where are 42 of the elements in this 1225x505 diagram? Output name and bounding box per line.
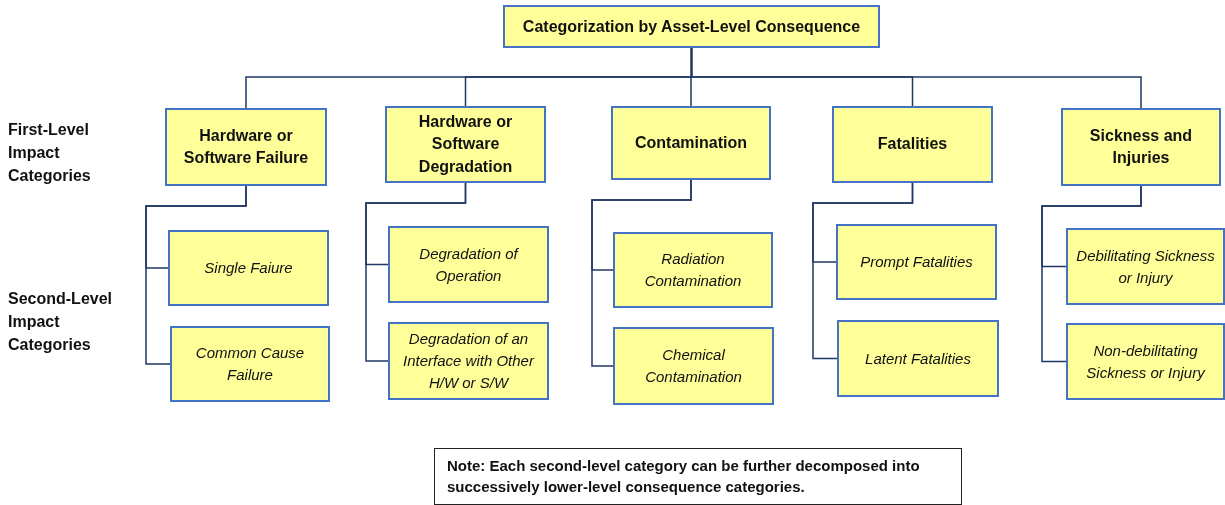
category-text: Sickness and Injuries [1088,125,1194,168]
category-text: Categorization by Asset-Level Consequence [522,17,861,36]
second-level-category-box [168,230,329,306]
connector-line [365,182,467,362]
level-label: Second-Level Impact Categories [8,289,114,356]
connector-line [690,47,1142,109]
second-level-category-box [837,320,999,397]
note-box [434,448,962,505]
connector-line [591,179,692,367]
category-text: Debilitating Sickness or Injury [1075,245,1216,288]
second-level-category-box [836,224,997,300]
first-level-category-box [832,106,993,183]
category-text: Degradation of an Interface with Other H/W or S/W [402,329,536,393]
second-level-category-box [1066,228,1225,305]
category-text: Hardware or Software Failure [182,125,310,168]
first-level-category-box [1061,108,1221,186]
category-text: Note: Each second-level category can be further decomposed into successively lower-level consequence categories. [447,456,921,497]
second-level-category-box [388,226,549,303]
second-level-category-box [1066,323,1225,400]
category-text: Hardware or Software Degradation [417,111,514,177]
level-label: First-Level Impact Categories [8,120,92,187]
category-text: Radiation Contamination [643,249,743,291]
first-level-category-box [165,108,327,186]
root-category-box [503,5,880,48]
second-level-category-box [170,326,330,402]
second-level-category-box [613,232,773,308]
category-text: Fatalities [877,134,948,155]
connector-line [812,182,914,360]
connector-line [145,185,247,365]
category-text: Common Cause Failure [194,343,306,385]
category-text: Single Faiure [204,258,293,279]
connector-line [1041,185,1142,363]
category-text: Contamination [635,132,747,153]
second-level-category-box [613,327,774,405]
category-text: Non-debilitating Sickness or Injury [1085,340,1207,383]
first-level-category-box [385,106,546,183]
category-text: Chemical Contamination [644,345,743,387]
first-level-category-box [611,106,771,180]
second-level-category-box [388,322,549,400]
category-text: Latent Fatalities [865,348,971,369]
category-text: Prompt Fatalities [860,252,973,273]
category-text: Degradation of Operation [418,243,520,286]
